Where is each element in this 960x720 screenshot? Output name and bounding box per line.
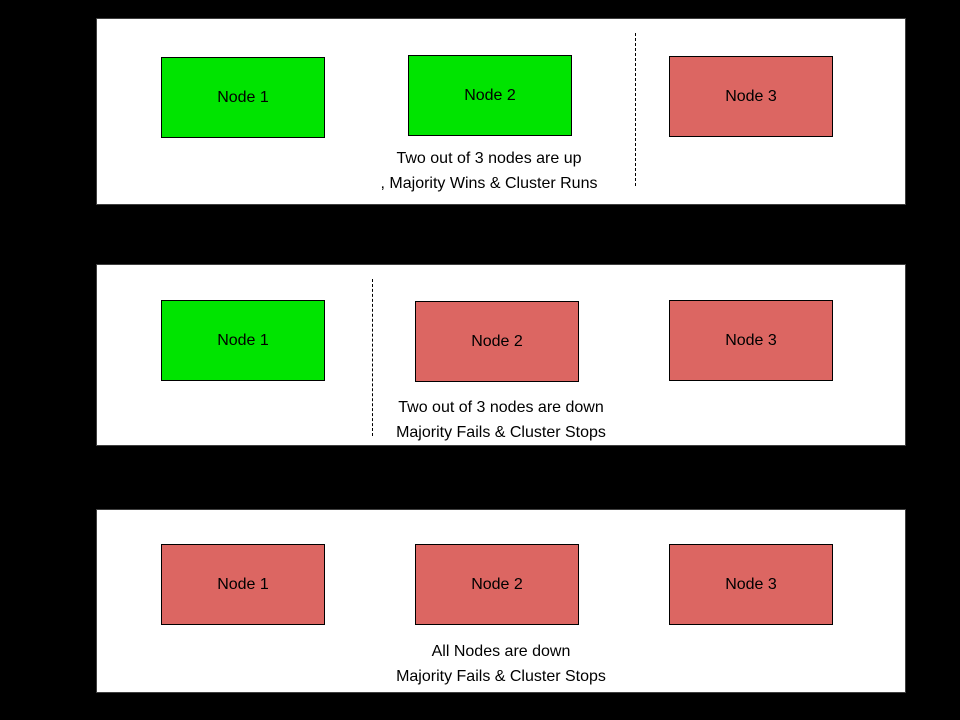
node-box: Node 1 (161, 544, 325, 625)
scenario-panel-majority-up: Node 1 Node 2 Node 3 Two out of 3 nodes … (96, 18, 906, 205)
caption-line-2: Majority Fails & Cluster Stops (396, 668, 606, 685)
node-label: Node 3 (725, 331, 777, 349)
node-label: Node 3 (725, 87, 777, 105)
node-label: Node 3 (725, 575, 777, 593)
node-box: Node 1 (161, 57, 325, 138)
node-label: Node 1 (217, 575, 269, 593)
node-box: Node 2 (415, 301, 579, 382)
partition-divider-line (372, 279, 373, 436)
partition-divider-line (635, 33, 636, 186)
node-label: Node 2 (471, 575, 523, 593)
node-box: Node 2 (408, 55, 572, 136)
scenario-panel-all-down: Node 1 Node 2 Node 3 All Nodes are down … (96, 509, 906, 693)
node-label: Node 2 (464, 86, 516, 104)
caption-line-1: Two out of 3 nodes are down (398, 399, 604, 416)
node-label: Node 2 (471, 332, 523, 350)
caption-line-2: Majority Fails & Cluster Stops (396, 424, 606, 441)
caption-line-2: , Majority Wins & Cluster Runs (380, 175, 598, 192)
node-box: Node 1 (161, 300, 325, 381)
node-label: Node 1 (217, 88, 269, 106)
scenario-caption: All Nodes are down Majority Fails & Clus… (97, 639, 905, 689)
scenario-caption: Two out of 3 nodes are down Majority Fai… (97, 395, 905, 445)
node-box: Node 3 (669, 56, 833, 137)
caption-line-1: Two out of 3 nodes are up (396, 150, 582, 167)
scenario-caption: Two out of 3 nodes are up , Majority Win… (85, 146, 893, 196)
node-box: Node 3 (669, 544, 833, 625)
node-box: Node 3 (669, 300, 833, 381)
node-label: Node 1 (217, 331, 269, 349)
node-box: Node 2 (415, 544, 579, 625)
caption-line-1: All Nodes are down (431, 643, 571, 660)
scenario-panel-majority-down: Node 1 Node 2 Node 3 Two out of 3 nodes … (96, 264, 906, 446)
